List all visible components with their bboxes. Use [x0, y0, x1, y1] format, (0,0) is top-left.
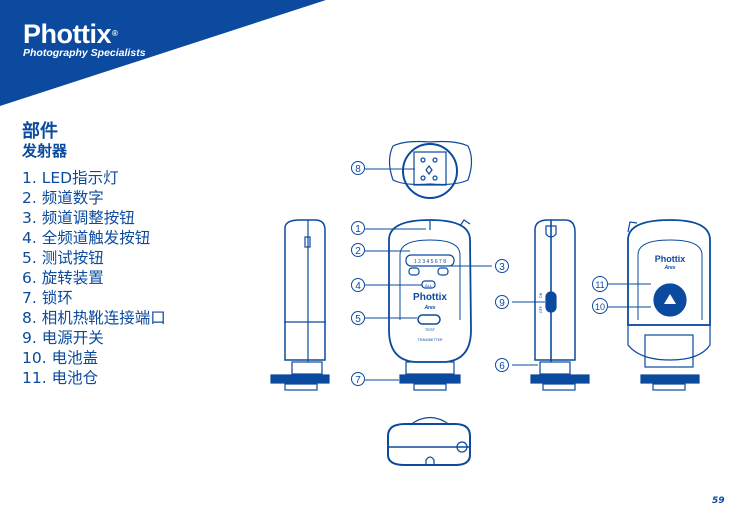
list-item: 10. 电池盖	[22, 349, 99, 367]
list-item: 8. 相机热靴连接端口	[22, 309, 166, 327]
callout-2: 2	[355, 246, 361, 257]
page-number: 59	[712, 496, 725, 506]
top-view	[388, 140, 473, 199]
transmitter-label: TRANSMITTER	[418, 338, 443, 342]
callout-6: 6	[499, 361, 505, 372]
channel-numbers: 1 2 3 4 5 6 7 8	[414, 259, 446, 265]
off-label: OFF	[539, 306, 543, 313]
on-label: ON	[539, 292, 543, 298]
registered-mark: ®	[112, 29, 118, 38]
callout-4: 4	[355, 281, 361, 292]
right-side-view: ON OFF	[530, 219, 590, 391]
callout-1: 1	[355, 224, 361, 235]
callout-11: 11	[595, 280, 604, 290]
callout-9: 9	[499, 298, 505, 309]
callout-numbers: 8 1 2 3 4 5 6 7 9 10 11	[355, 164, 605, 386]
callout-7: 7	[355, 375, 361, 386]
device-model: Ares	[423, 305, 435, 311]
list-item: 2. 频道数字	[22, 189, 104, 207]
list-item: 11. 电池仓	[22, 369, 99, 387]
callouts	[365, 168, 651, 381]
left-side-view	[270, 219, 330, 391]
list-item: 6. 旋转装置	[22, 269, 104, 287]
test-label: TEST	[425, 327, 436, 332]
bottom-view	[387, 416, 471, 466]
header-banner	[0, 0, 326, 106]
list-item: 3. 频道调整按钮	[22, 209, 135, 227]
callout-5: 5	[355, 314, 361, 325]
brand-tagline: Photography Specialists	[23, 47, 146, 59]
callout-markers	[351, 161, 608, 386]
callout-8: 8	[355, 164, 361, 175]
brand-name: Phottix	[23, 19, 112, 49]
list-item: 5. 测试按钮	[22, 249, 104, 267]
list-item: 1. LED指示灯	[22, 169, 119, 187]
parts-list: 1. LED指示灯 2. 频道数字 3. 频道调整按钮 4. 全频道触发按钮 5…	[22, 168, 166, 388]
brand-logo: Phottix®	[23, 19, 118, 49]
device-logo: Phottix	[413, 292, 447, 303]
back-model: Ares	[663, 265, 675, 271]
callout-10: 10	[595, 302, 605, 312]
back-view: Phottix Ares	[627, 219, 711, 391]
back-logo: Phottix	[655, 254, 686, 264]
list-item: 7. 锁环	[22, 289, 73, 307]
eject-arrow-icon	[664, 294, 676, 304]
front-view: 1 2 3 4 5 6 7 8 ALL Phottix Ares TEST TR…	[388, 219, 472, 391]
page-title: 部件	[22, 121, 58, 142]
page-subtitle: 发射器	[22, 142, 68, 160]
all-button-label: ALL	[425, 283, 433, 288]
callout-3: 3	[499, 262, 505, 273]
list-item: 4. 全频道触发按钮	[22, 229, 151, 247]
list-item: 9. 电源开关	[22, 329, 104, 347]
